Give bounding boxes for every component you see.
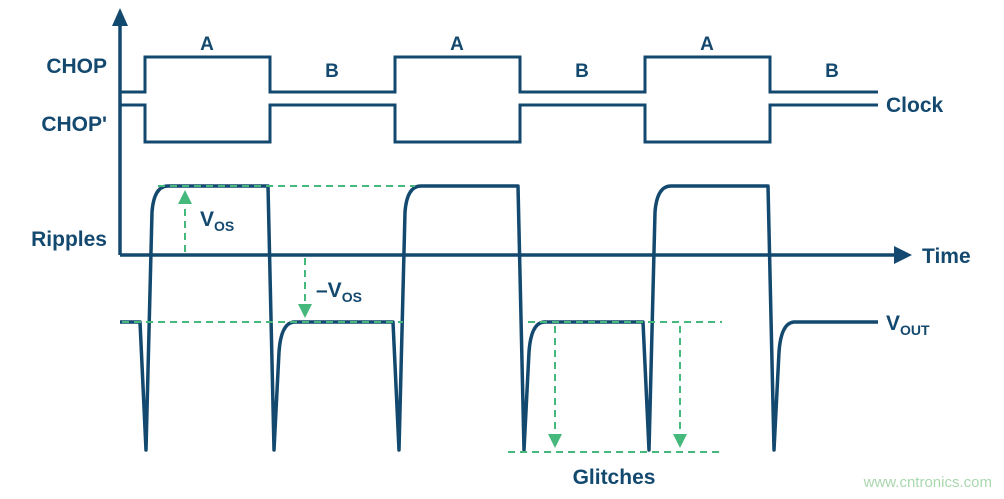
vos-label-sub: OS xyxy=(214,218,234,234)
phase-a-label-1: A xyxy=(200,34,214,55)
vout-label: VOUT xyxy=(886,312,930,338)
vos-label: VOS xyxy=(200,208,234,234)
phase-a-label-3: A xyxy=(700,34,714,55)
measurement-arrows xyxy=(178,190,687,448)
phase-a-label-2: A xyxy=(450,34,464,55)
chop-prime-waveform xyxy=(120,103,878,144)
neg-vos-arrowhead-icon xyxy=(298,304,312,318)
clock-label: Clock xyxy=(886,94,944,117)
chop-waveform xyxy=(120,55,878,94)
chop-label: CHOP xyxy=(46,55,107,78)
glitch-arrowhead-left-icon xyxy=(548,434,562,448)
axes xyxy=(112,8,912,264)
clock-waveforms xyxy=(120,55,878,144)
phase-labels: A A A B B B xyxy=(200,34,839,82)
vout-label-sub: OUT xyxy=(900,322,930,338)
reference-lines xyxy=(122,185,722,453)
watermark: www.cntronics.com xyxy=(863,474,992,491)
vout-label-main: V xyxy=(886,312,900,335)
neg-vos-label-main: –V xyxy=(316,279,342,302)
time-axis-arrowhead-icon xyxy=(894,246,912,264)
glitches-label: Glitches xyxy=(573,466,656,489)
phase-b-label-2: B xyxy=(575,61,589,82)
vos-arrowhead-icon xyxy=(178,190,192,204)
neg-vos-label: –VOS xyxy=(316,279,362,305)
vos-label-main: V xyxy=(200,208,214,231)
phase-b-label-1: B xyxy=(325,61,339,82)
neg-vos-label-sub: OS xyxy=(342,289,362,305)
chop-prime-label: CHOP' xyxy=(41,113,107,136)
time-label: Time xyxy=(922,245,971,268)
ripples-label: Ripples xyxy=(31,228,107,251)
vertical-axis-arrowhead-icon xyxy=(112,8,128,26)
phase-b-label-3: B xyxy=(825,61,839,82)
glitch-arrowhead-right-icon xyxy=(673,434,687,448)
